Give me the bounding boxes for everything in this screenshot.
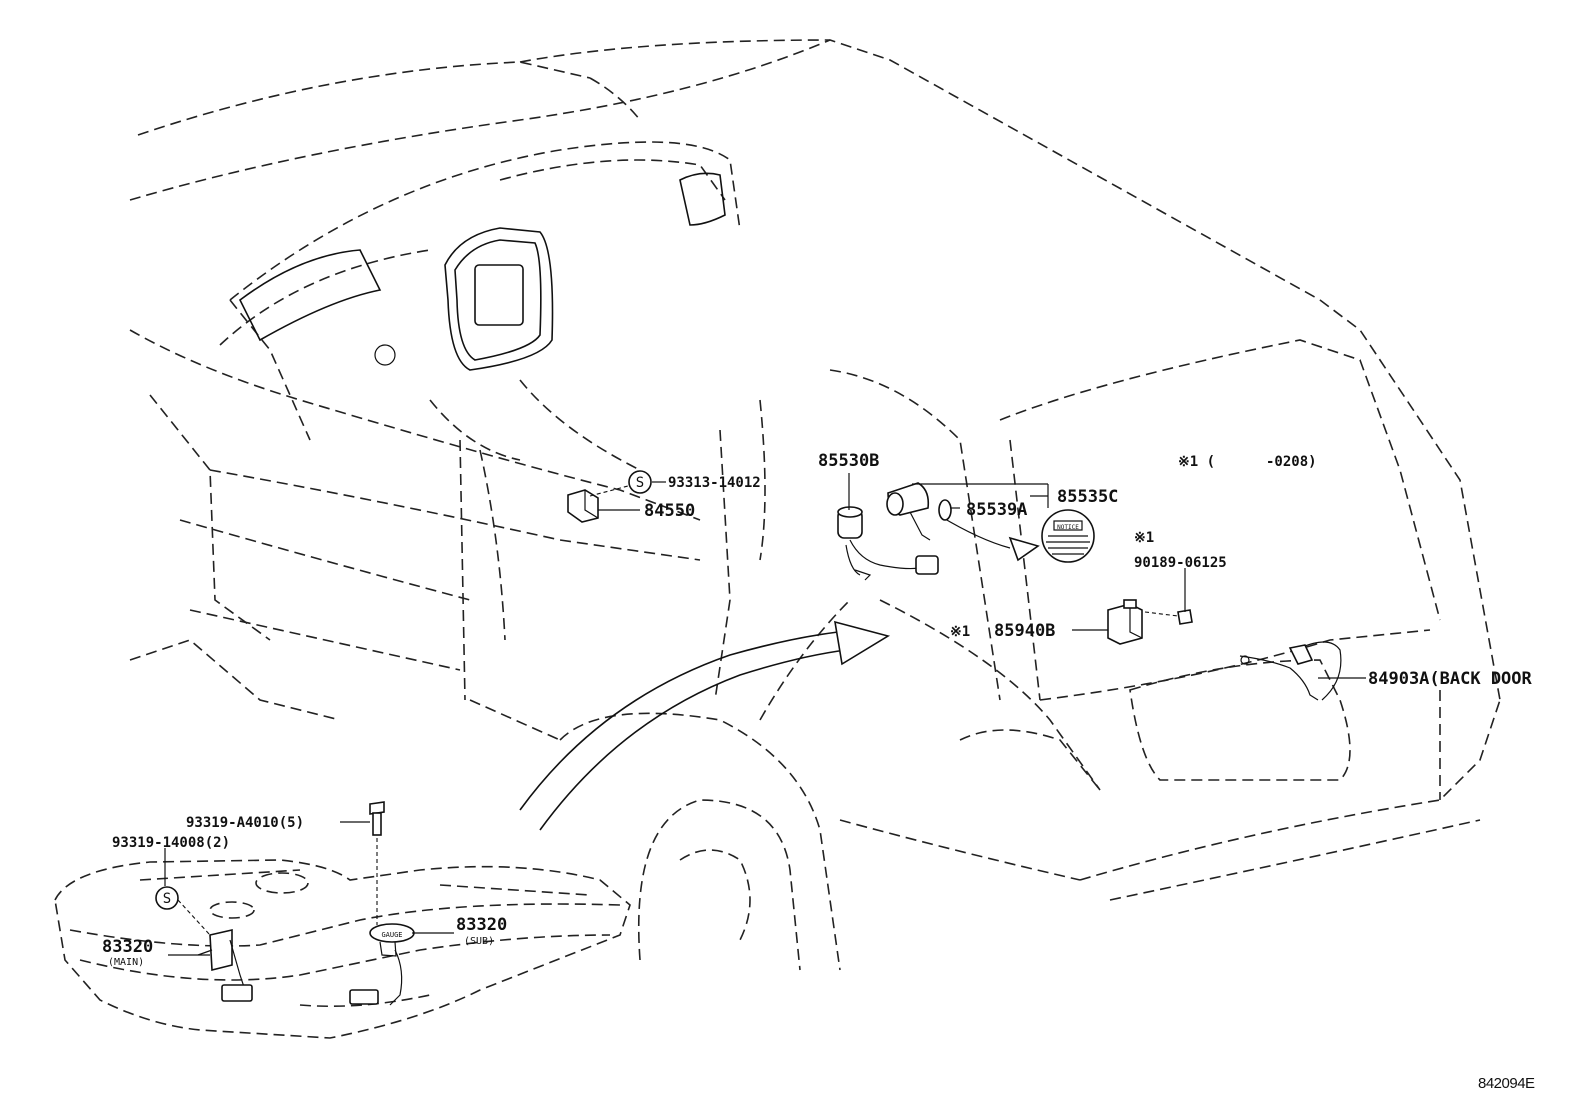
label-83320-main: 83320 <box>102 937 153 957</box>
switch-84550 <box>567 489 599 523</box>
label-90189-06125: 90189-06125 <box>1134 555 1227 571</box>
bolt-93319-a4010 <box>369 801 385 925</box>
s-mark-tank <box>155 886 179 910</box>
vehicle-outline <box>129 39 1501 971</box>
label-93319-14008: 93319-14008(2) <box>112 835 230 851</box>
label-sub: (SUB) <box>464 936 494 947</box>
nozzle-85535c <box>886 482 952 541</box>
label-85530b: 85530B <box>818 451 879 471</box>
screw-90189 <box>1144 568 1193 625</box>
s-mark-top-text: S <box>636 475 644 491</box>
note-range: -0208) <box>1266 454 1317 470</box>
diagram-code: 842094E <box>1478 1075 1535 1092</box>
s-mark-top <box>628 470 652 494</box>
label-85940b: 85940B <box>994 621 1055 641</box>
harness-84903a <box>1239 641 1342 701</box>
note-mark: ※1 ( <box>1178 454 1215 470</box>
mark-90189: ※1 <box>1134 530 1154 546</box>
label-84903a: 84903A(BACK DOOR <box>1368 669 1533 689</box>
dash-vents <box>238 172 726 371</box>
label-85539a: 85539A <box>966 500 1027 520</box>
sensor-85530b <box>837 506 939 581</box>
mark-85940b: ※1 <box>950 624 970 640</box>
callouts: 85530B 85539A 85535C S 93313-14012 84550… <box>102 451 1536 1092</box>
notice-label-text: NOTICE <box>1057 524 1079 531</box>
notice-label: NOTICE <box>1041 509 1095 563</box>
label-93313-14012: 93313-14012 <box>668 475 761 491</box>
label-93319-a4010: 93319-A4010(5) <box>186 815 304 831</box>
fuel-tank <box>54 859 631 1039</box>
relay-85940b <box>1107 599 1143 645</box>
label-83320-sub: 83320 <box>456 915 507 935</box>
s-mark-tank-text: S <box>163 891 171 907</box>
gauge-sub-text: GAUGE <box>381 931 402 939</box>
gauge-sender-main <box>197 928 253 1002</box>
sweep-arrows <box>519 515 1040 831</box>
gauge-sender-sub: GAUGE <box>349 923 415 1006</box>
label-main: (MAIN) <box>108 957 144 968</box>
label-84550: 84550 <box>644 501 695 521</box>
label-85535c: 85535C <box>1057 487 1118 507</box>
leader-lines <box>164 473 1366 956</box>
